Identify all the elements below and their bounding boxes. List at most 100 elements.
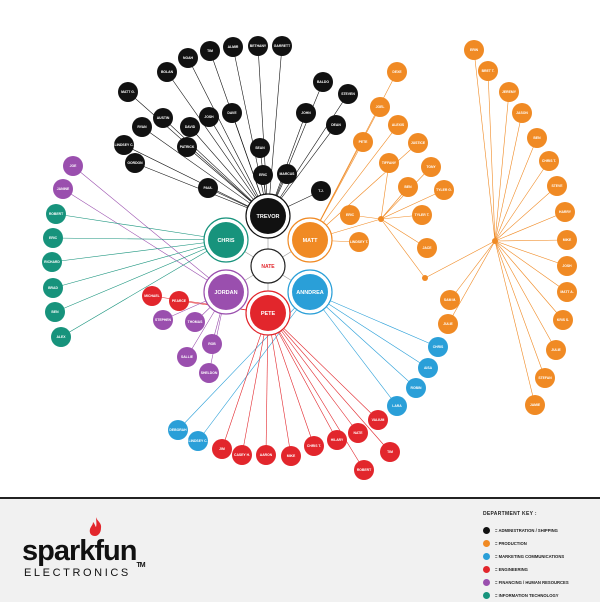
node-label: TYLER T. xyxy=(415,213,430,217)
employee-node: BEN xyxy=(45,302,65,322)
employee-node: TYLER T. xyxy=(412,205,432,225)
node-label: ANNDREA xyxy=(296,290,324,296)
connector-line xyxy=(494,240,564,321)
employee-node: JEREMY xyxy=(499,82,519,102)
node-label: MIKE xyxy=(287,454,296,458)
employee-node: DAVE xyxy=(222,103,242,123)
node-label: ERIC xyxy=(49,236,58,240)
node-label: MATT A. xyxy=(560,290,573,294)
key-swatch xyxy=(483,540,490,547)
hub-node-chris: CHRIS xyxy=(203,217,249,263)
employee-node: ROBERT xyxy=(46,204,66,224)
employee-node: STEFAN xyxy=(535,368,555,388)
connector-line xyxy=(51,239,227,263)
node-label: PAUL xyxy=(204,186,213,190)
node-label: BRET T. xyxy=(482,69,495,73)
node-label: JAMIE xyxy=(530,403,541,407)
node-label: CHRIS xyxy=(217,238,234,244)
node-label: TIM xyxy=(387,450,393,454)
connector-lines xyxy=(51,45,568,471)
connector-line xyxy=(309,291,429,369)
node-label: JOHN xyxy=(301,111,311,115)
employee-node: PATRICK xyxy=(177,137,197,157)
employee-node: BRAD xyxy=(43,278,63,298)
employee-node: LINDSEY C. xyxy=(114,135,134,155)
key-swatch xyxy=(483,579,490,586)
connector-line xyxy=(166,71,269,217)
employee-node: NOAH xyxy=(178,48,198,68)
connector-line xyxy=(309,291,398,407)
node-label: CHRIS T. xyxy=(542,159,556,163)
connector-line xyxy=(55,213,227,241)
node-label: ERIN xyxy=(470,48,479,52)
node-label: PEARCE xyxy=(172,299,187,303)
employee-node: JOSH xyxy=(199,107,219,127)
key-label: = ADMINISTRATION / SHIPPING xyxy=(495,528,558,533)
node-label: SHELDON xyxy=(201,371,218,375)
node-label: MIKE xyxy=(563,238,572,242)
employee-node: SHELDON xyxy=(199,363,219,383)
department-key: DEPARTMENT KEY : = ADMINISTRATION / SHIP… xyxy=(483,511,595,602)
node-label: ERIC xyxy=(346,213,355,217)
connector-line xyxy=(267,93,349,217)
employee-node: KRIS S. xyxy=(553,310,573,330)
employee-node: PEARCE xyxy=(169,291,189,311)
connector-line xyxy=(494,240,568,293)
node-label: DAVE xyxy=(227,111,237,115)
connector-line xyxy=(62,188,227,293)
connector-line xyxy=(309,124,399,241)
key-swatch xyxy=(483,566,490,573)
key-row-fin: = FINANCING / HUMAN RESOURCES xyxy=(483,576,595,589)
node-label: JIM xyxy=(219,447,225,451)
node-label: MATT G. xyxy=(121,90,135,94)
node-label: CASEY H. xyxy=(234,453,250,457)
employee-node: HILARY xyxy=(327,430,347,450)
node-label: MATT xyxy=(303,238,319,244)
node-label: GARRETT xyxy=(274,44,291,48)
production-junctions xyxy=(378,216,498,281)
node-label: JULIE xyxy=(551,348,561,352)
employee-node: ROBERT xyxy=(354,460,374,480)
node-label: SAM M. xyxy=(444,298,456,302)
node-label: GORDON xyxy=(127,161,143,165)
connector-line xyxy=(54,239,227,313)
key-swatch xyxy=(483,592,490,599)
employee-node: TIM xyxy=(200,41,220,61)
employee-node: BOLAN xyxy=(157,62,177,82)
node-label: JOEL xyxy=(376,105,385,109)
connector-line xyxy=(267,312,359,434)
key-label: = PRODUCTION xyxy=(495,541,527,546)
employee-node: JULIE xyxy=(546,340,566,360)
node-label: LARA xyxy=(392,404,402,408)
employee-node: JOHN xyxy=(296,103,316,123)
node-label: BOLAN xyxy=(161,70,174,74)
node-label: BALDO xyxy=(317,80,329,84)
connector-line xyxy=(494,185,558,242)
connector-line xyxy=(494,211,566,242)
employee-node: LINDSEY T. xyxy=(349,232,369,252)
connector-line xyxy=(60,239,227,338)
connector-line xyxy=(494,240,546,379)
node-label: CHRIS T. xyxy=(307,444,321,448)
node-label: ALEXIS xyxy=(392,123,405,127)
connector-line xyxy=(494,91,510,242)
node-label: ROBERT xyxy=(49,212,64,216)
employee-node: ROB xyxy=(202,334,222,354)
node-label: AISA xyxy=(424,366,433,370)
connector-line xyxy=(141,126,269,217)
connector-line xyxy=(494,160,550,242)
connector-line xyxy=(257,45,269,217)
connector-line xyxy=(187,57,269,217)
connector-line xyxy=(72,165,227,293)
node-label: BRAD xyxy=(48,286,58,290)
node-label: BETHANY xyxy=(250,44,267,48)
connector-line xyxy=(494,240,568,267)
employee-node: BALDO xyxy=(313,72,333,92)
connector-line xyxy=(241,312,269,456)
connector-line xyxy=(447,240,496,325)
logo-subtitle: ELECTRONICS xyxy=(24,567,131,579)
node-label: ROB xyxy=(208,342,216,346)
employee-node: ERIC xyxy=(43,228,63,248)
node-label: TIFFANY xyxy=(382,161,397,165)
employee-nodes: NATETREVORMATTANNDREAPETEJORDANCHRISTIMA… xyxy=(42,36,577,480)
